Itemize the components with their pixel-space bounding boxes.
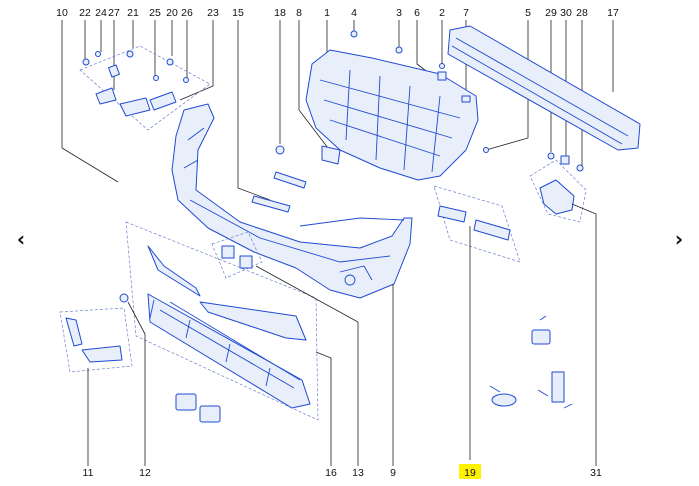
callout-4[interactable]: 4: [351, 7, 357, 19]
callout-30[interactable]: 30: [560, 7, 572, 19]
callout-13[interactable]: 13: [352, 467, 364, 479]
callout-20[interactable]: 20: [166, 7, 178, 19]
callout-11[interactable]: 11: [83, 467, 94, 479]
clip-18-8: [275, 145, 341, 165]
callout-5[interactable]: 5: [525, 7, 531, 19]
callout-6[interactable]: 6: [414, 7, 420, 19]
callout-2[interactable]: 2: [439, 7, 445, 19]
clip-13: [211, 231, 263, 279]
callout-3[interactable]: 3: [396, 7, 402, 19]
upper-bracket-assembly: [305, 30, 489, 181]
lower-grille: [125, 221, 319, 423]
callout-10[interactable]: 10: [56, 7, 68, 19]
callout-23[interactable]: 23: [207, 7, 219, 19]
bumper-cover: [171, 103, 413, 299]
callout-21[interactable]: 21: [127, 7, 139, 19]
callout-18[interactable]: 18: [274, 7, 286, 19]
detail-icons: [489, 315, 573, 409]
fastener-cluster: [79, 45, 211, 131]
callout-31[interactable]: 31: [590, 467, 602, 479]
callout-7[interactable]: 7: [463, 7, 469, 19]
callout-9[interactable]: 9: [390, 467, 396, 479]
callout-19[interactable]: 19: [464, 467, 476, 479]
callout-16[interactable]: 16: [325, 467, 337, 479]
side-bracket-group: [529, 152, 587, 223]
chevron-left-icon[interactable]: ‹: [16, 227, 26, 251]
callout-29[interactable]: 29: [545, 7, 557, 19]
callout-27[interactable]: 27: [108, 7, 120, 19]
callout-17[interactable]: 17: [607, 7, 619, 19]
trim-strip: [251, 171, 307, 213]
chevron-right-icon[interactable]: ›: [674, 227, 684, 251]
callout-26[interactable]: 26: [181, 7, 193, 19]
callout-22[interactable]: 22: [79, 7, 91, 19]
callout-28[interactable]: 28: [576, 7, 588, 19]
reinforcement-beam: [447, 25, 641, 151]
callout-25[interactable]: 25: [149, 7, 161, 19]
callout-1[interactable]: 1: [324, 7, 330, 19]
sensor-bracket-19: [433, 185, 521, 263]
callout-19-highlight: [459, 464, 481, 479]
callout-24[interactable]: 24: [95, 7, 107, 19]
callout-8[interactable]: 8: [296, 7, 302, 19]
callout-15[interactable]: 15: [232, 7, 244, 19]
callout-12[interactable]: 12: [139, 467, 151, 479]
bottom-leader-lines: [87, 203, 597, 466]
side-deflector-11-12: [59, 293, 133, 373]
